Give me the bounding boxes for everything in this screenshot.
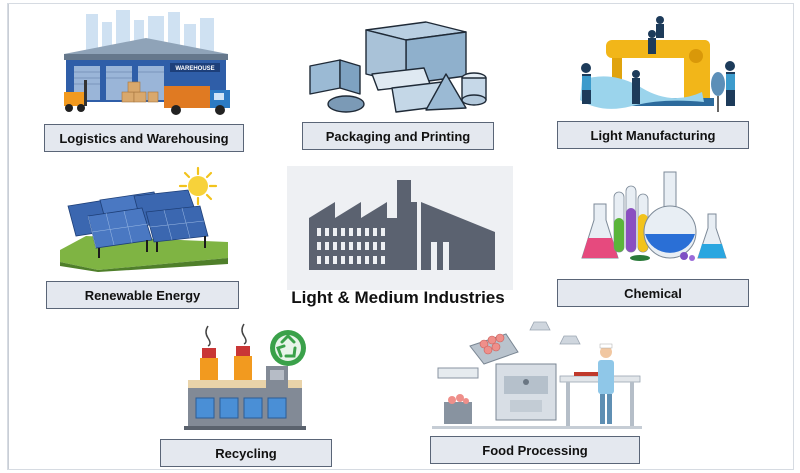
warehouse-icon: WAREHOUSE <box>64 10 230 115</box>
recycle-icon <box>270 330 306 366</box>
page-title: Light & Medium Industries <box>291 288 505 307</box>
label-light-manufacturing: Light Manufacturing <box>557 121 749 149</box>
factory-icon <box>287 166 513 290</box>
solar-panel-icon <box>60 166 228 272</box>
label-packaging-and-printing: Packaging and Printing <box>302 122 494 150</box>
packaging-icon <box>309 21 487 113</box>
food-machine-icon <box>432 321 642 429</box>
label-food-processing: Food Processing <box>430 436 640 464</box>
recycling-factory-icon <box>184 323 306 430</box>
label-renewable-energy: Renewable Energy <box>46 281 239 309</box>
sewing-machine-icon <box>580 16 735 112</box>
label-chemical: Chemical <box>557 279 749 307</box>
warehouse-sign: WAREHOUSE <box>175 66 214 72</box>
label-recycling: Recycling <box>160 439 332 467</box>
label-logistics-and-warehousing: Logistics and Warehousing <box>44 124 244 152</box>
lab-flask-icon <box>581 171 727 261</box>
